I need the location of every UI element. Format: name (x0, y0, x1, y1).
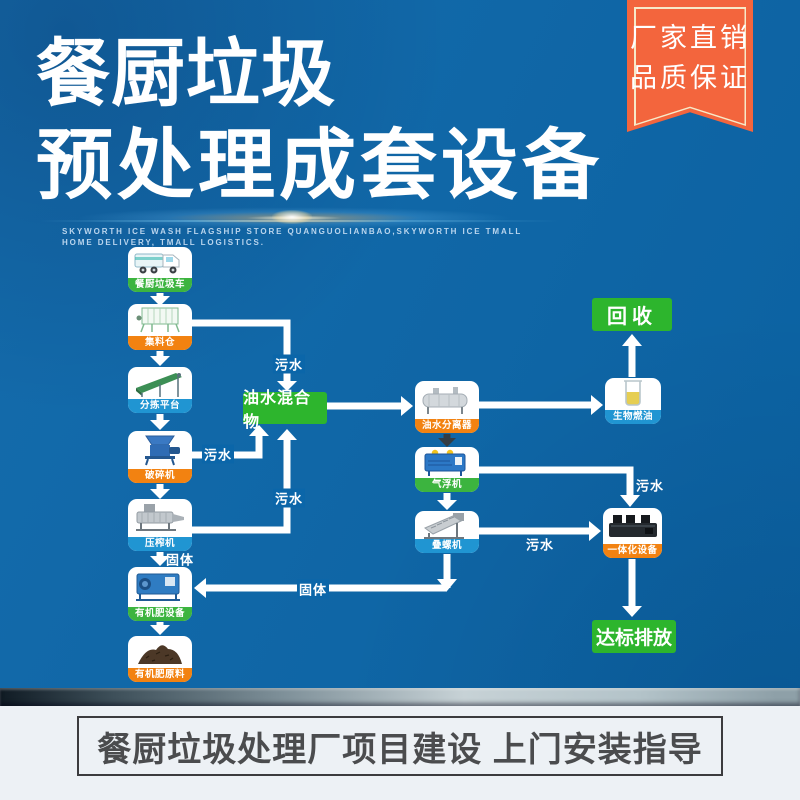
edge-label-sewage: 污水 (635, 478, 665, 494)
node-crusher: 破碎机 (128, 431, 192, 483)
lens-flare-core (272, 210, 312, 224)
node-collection-hopper: 集料仓 (128, 304, 192, 350)
press-image (128, 499, 192, 537)
node-label: 气浮机 (415, 478, 479, 492)
node-screw-stacker: 叠螺机 (415, 511, 479, 553)
ribbon-text: 厂家直销 品质保证 (627, 18, 753, 98)
node-label: 叠螺机 (415, 539, 479, 553)
edge-label-sewage: 污水 (525, 537, 555, 553)
title-line-1: 餐厨垃圾 (36, 32, 336, 115)
title-line-2: 预处理成套设备 (36, 123, 603, 209)
air-flotation-image (415, 447, 479, 478)
node-compost-material: 有机肥原料 (128, 636, 192, 682)
node-label: 压榨机 (128, 537, 192, 551)
node-air-flotation: 气浮机 (415, 447, 479, 492)
edge-label-sewage: 污水 (201, 444, 235, 464)
node-garbage-truck: 餐厨垃圾车 (128, 247, 192, 292)
node-label: 餐厨垃圾车 (128, 278, 192, 292)
edge-label-solid: 固体 (165, 552, 195, 568)
node-biofuel: 生物燃油 (605, 378, 661, 424)
node-label: 生物燃油 (605, 410, 661, 424)
sorting-platform-image (128, 367, 192, 399)
node-sorting-platform: 分拣平台 (128, 367, 192, 413)
node-label: 分拣平台 (128, 399, 192, 413)
node-label: 一体化设备 (603, 544, 662, 558)
node-integrated-unit: 一体化设备 (603, 508, 662, 558)
edge-label-solid: 固体 (296, 579, 330, 599)
collection-hopper-image (128, 304, 192, 336)
node-fertilizer-machine: 有机肥设备 (128, 567, 192, 621)
crusher-image (128, 431, 192, 469)
compost-material-image (128, 636, 192, 668)
node-label: 有机肥设备 (128, 607, 192, 621)
biofuel-beaker-image (605, 378, 661, 410)
lens-flare-streak (40, 220, 560, 222)
footer-text: 餐厨垃圾处理厂项目建设 上门安装指导 (97, 730, 703, 769)
page-title: 餐厨垃圾 预处理成套设备 (36, 26, 603, 210)
oil-water-separator-image (415, 381, 479, 419)
screw-stacker-image (415, 511, 479, 539)
terminal-mixture: 油水混合物 (243, 390, 327, 431)
footer-bar: 餐厨垃圾处理厂项目建设 上门安装指导 (0, 706, 800, 800)
node-label: 油水分离器 (415, 419, 479, 433)
corner-ribbon: 厂家直销 品质保证 (627, 0, 753, 132)
ribbon-inner (635, 8, 745, 124)
ribbon-line-1: 厂家直销 (630, 23, 750, 53)
garbage-truck-image (128, 247, 192, 278)
subtitle-line-1: SKYWORTH ICE WASH FLAGSHIP STORE QUANGUO… (62, 227, 523, 236)
node-oil-water-separator: 油水分离器 (415, 381, 479, 433)
metal-divider (0, 688, 800, 706)
subtitle: SKYWORTH ICE WASH FLAGSHIP STORE QUANGUO… (62, 226, 522, 248)
terminal-discharge: 达标排放 (592, 620, 676, 653)
footer-box: 餐厨垃圾处理厂项目建设 上门安装指导 (77, 716, 723, 776)
edge-label-sewage: 污水 (272, 354, 306, 374)
terminal-recycle: 回收 (592, 298, 672, 331)
subtitle-line-2: HOME DELIVERY, TMALL LOGISTICS. (62, 238, 265, 247)
ribbon-line-2: 品质保证 (630, 63, 750, 93)
node-label: 集料仓 (128, 336, 192, 350)
integrated-unit-image (603, 508, 662, 544)
edge-label-sewage: 污水 (272, 488, 306, 508)
node-label: 有机肥原料 (128, 668, 192, 682)
node-label: 破碎机 (128, 469, 192, 483)
node-press: 压榨机 (128, 499, 192, 551)
fertilizer-machine-image (128, 567, 192, 607)
